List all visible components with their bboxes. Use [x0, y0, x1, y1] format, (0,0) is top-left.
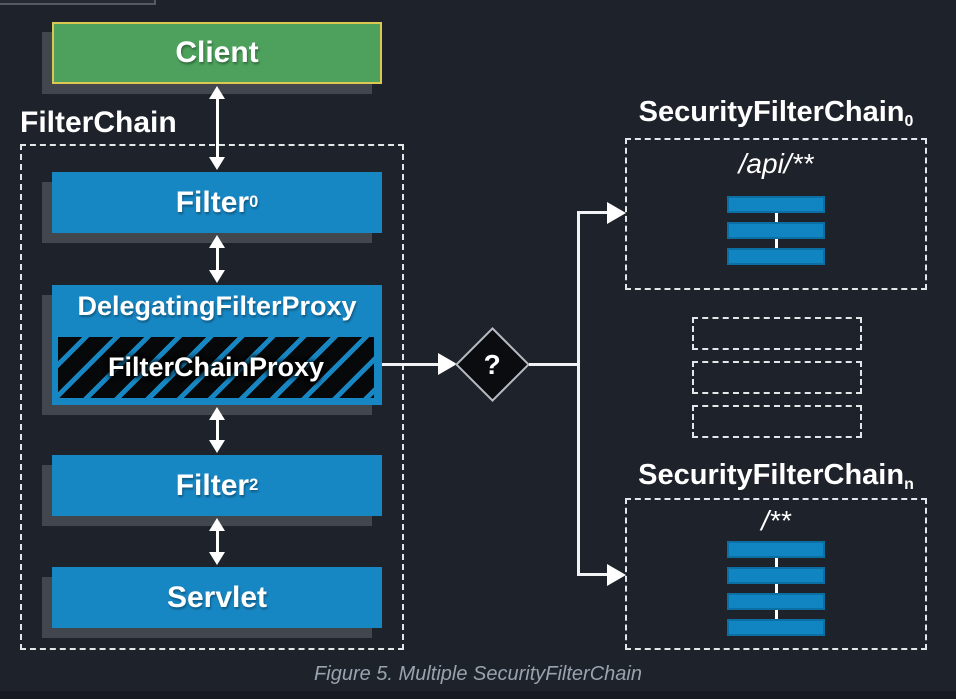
filter2-label: Filter [175, 468, 250, 502]
client-box: Client [52, 22, 382, 84]
cropped-edge-horizontal [0, 3, 156, 5]
arrow-filter0-dfp [209, 235, 225, 283]
arrow-shaft [215, 420, 219, 440]
arrowhead-right-icon [607, 202, 626, 224]
chain-title-subscript: n [904, 475, 914, 493]
filter-bars-chain-n [727, 541, 825, 636]
line-fcp-to-diamond [382, 363, 440, 366]
cropped-edge-fill [0, 0, 154, 3]
arrowhead-up-icon [209, 86, 225, 99]
cropped-edge-vertical [154, 0, 156, 5]
filter2-subscript: 2 [249, 476, 259, 494]
filter-bar [727, 248, 825, 265]
filter-bar [727, 541, 825, 558]
arrowhead-down-icon [209, 440, 225, 453]
line-diamond-to-junction [529, 363, 579, 366]
filter-bar [727, 619, 825, 636]
placeholder-chain-row [692, 361, 862, 394]
servlet-box: Servlet [52, 567, 382, 628]
placeholder-chain-row [692, 405, 862, 438]
arrow-client-filter0 [209, 86, 225, 170]
branch-line-bottom [577, 573, 609, 576]
filter-chain-proxy-label: FilterChainProxy [107, 352, 325, 382]
decision-diamond: ? [455, 327, 530, 402]
bottom-edge-strip [0, 691, 956, 699]
placeholder-chain-row [692, 317, 862, 350]
filter0-subscript: 0 [249, 193, 259, 211]
filter-bar [727, 593, 825, 610]
branch-vertical-line [577, 212, 580, 576]
security-filter-chain-n-box [625, 498, 927, 650]
arrow-dfp-filter2 [209, 407, 225, 453]
url-pattern-0: /api/** [738, 148, 814, 179]
filter0-label: Filter [175, 185, 250, 219]
arrow-shaft [215, 531, 219, 552]
filter-bar [727, 196, 825, 213]
chain-title-text: SecurityFilterChain [638, 96, 905, 128]
filter-chain-proxy-box: FilterChainProxy [58, 337, 374, 398]
placeholder-chain-rows [692, 317, 862, 438]
arrow-filter2-servlet [209, 518, 225, 565]
arrowhead-down-icon [209, 157, 225, 170]
security-filter-chain-n-title: SecurityFilterChainn [625, 459, 927, 494]
figure-caption: Figure 5. Multiple SecurityFilterChain [314, 663, 642, 685]
delegating-filter-proxy-box: DelegatingFilterProxy FilterChainProxy [52, 285, 382, 405]
arrow-shaft [215, 99, 219, 157]
security-filter-chain-0-title: SecurityFilterChain0 [625, 96, 927, 131]
chain-title-text: SecurityFilterChain [638, 459, 905, 491]
url-pattern-n: /** [761, 505, 791, 536]
filterchain-label: FilterChain [20, 106, 177, 139]
filter-bar [727, 567, 825, 584]
filter-bar [727, 222, 825, 239]
client-label: Client [175, 36, 259, 69]
branch-line-top [577, 211, 609, 214]
arrow-shaft [215, 248, 219, 270]
arrowhead-right-icon [607, 564, 626, 586]
arrowhead-up-icon [209, 518, 225, 531]
arrowhead-down-icon [209, 270, 225, 283]
decision-label: ? [483, 348, 502, 380]
delegating-filter-proxy-label: DelegatingFilterProxy [77, 291, 357, 321]
arrowhead-up-icon [209, 235, 225, 248]
arrowhead-down-icon [209, 552, 225, 565]
filterchain-container [20, 144, 404, 650]
arrowhead-right-icon [438, 353, 457, 375]
arrowhead-up-icon [209, 407, 225, 420]
servlet-label: Servlet [166, 580, 268, 614]
filter-bars-chain-0 [727, 196, 825, 265]
chain-title-subscript: 0 [904, 112, 914, 130]
security-filter-chain-0-box [625, 138, 927, 290]
